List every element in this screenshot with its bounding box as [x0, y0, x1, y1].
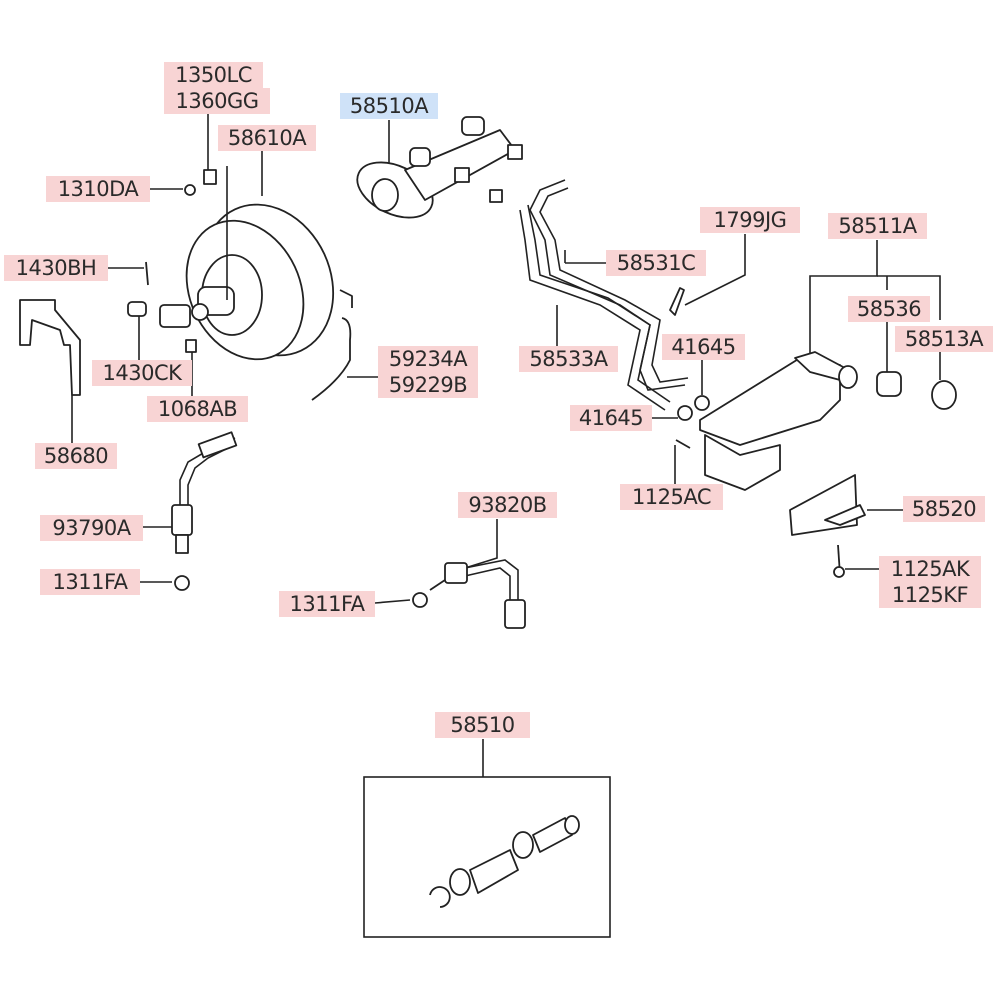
part-label-1799JG[interactable]: 1799JG — [700, 207, 800, 233]
part-label-58531C[interactable]: 58531C — [606, 250, 706, 276]
part-label-1350LC[interactable]: 1350LC — [164, 62, 263, 88]
part-label-93820B[interactable]: 93820B — [458, 492, 557, 518]
part-label-1311FA-center[interactable]: 1311FA — [279, 591, 375, 617]
part-label-1360GG[interactable]: 1360GG — [164, 88, 270, 114]
part-label-1310DA[interactable]: 1310DA — [46, 176, 150, 202]
sensor-drawing — [171, 431, 526, 629]
part-label-41645-upper[interactable]: 41645 — [662, 334, 745, 360]
part-label-1430BH[interactable]: 1430BH — [4, 255, 108, 281]
part-label-1125AK[interactable]: 1125AK — [879, 556, 981, 582]
part-label-1125KF[interactable]: 1125KF — [879, 582, 981, 608]
part-label-58533A[interactable]: 58533A — [519, 346, 618, 372]
brake-pipes-drawing — [519, 179, 710, 449]
part-label-93790A[interactable]: 93790A — [40, 515, 143, 541]
leader-lines — [71, 114, 941, 777]
part-label-1125AC[interactable]: 1125AC — [620, 484, 723, 510]
part-label-58520[interactable]: 58520 — [903, 496, 985, 522]
part-label-41645-lower[interactable]: 41645 — [570, 405, 652, 431]
part-label-58610A[interactable]: 58610A — [218, 125, 316, 151]
part-label-58510[interactable]: 58510 — [435, 712, 530, 738]
part-label-58511A[interactable]: 58511A — [828, 213, 927, 239]
part-label-58510A-highlighted[interactable]: 58510A — [340, 93, 438, 119]
brake-booster-drawing — [19, 166, 353, 401]
master-cylinder-drawing — [356, 116, 523, 219]
part-label-59229B[interactable]: 59229B — [378, 372, 478, 398]
part-label-59234A[interactable]: 59234A — [378, 346, 478, 372]
repair-kit-box — [363, 776, 611, 938]
part-label-1068AB[interactable]: 1068AB — [147, 396, 248, 422]
part-label-58680[interactable]: 58680 — [35, 443, 117, 469]
part-label-1311FA-left[interactable]: 1311FA — [40, 569, 140, 595]
reservoir-drawing — [699, 351, 957, 578]
part-label-58513A[interactable]: 58513A — [895, 326, 993, 352]
part-label-1430CK[interactable]: 1430CK — [92, 360, 192, 386]
part-label-58536[interactable]: 58536 — [848, 296, 930, 322]
